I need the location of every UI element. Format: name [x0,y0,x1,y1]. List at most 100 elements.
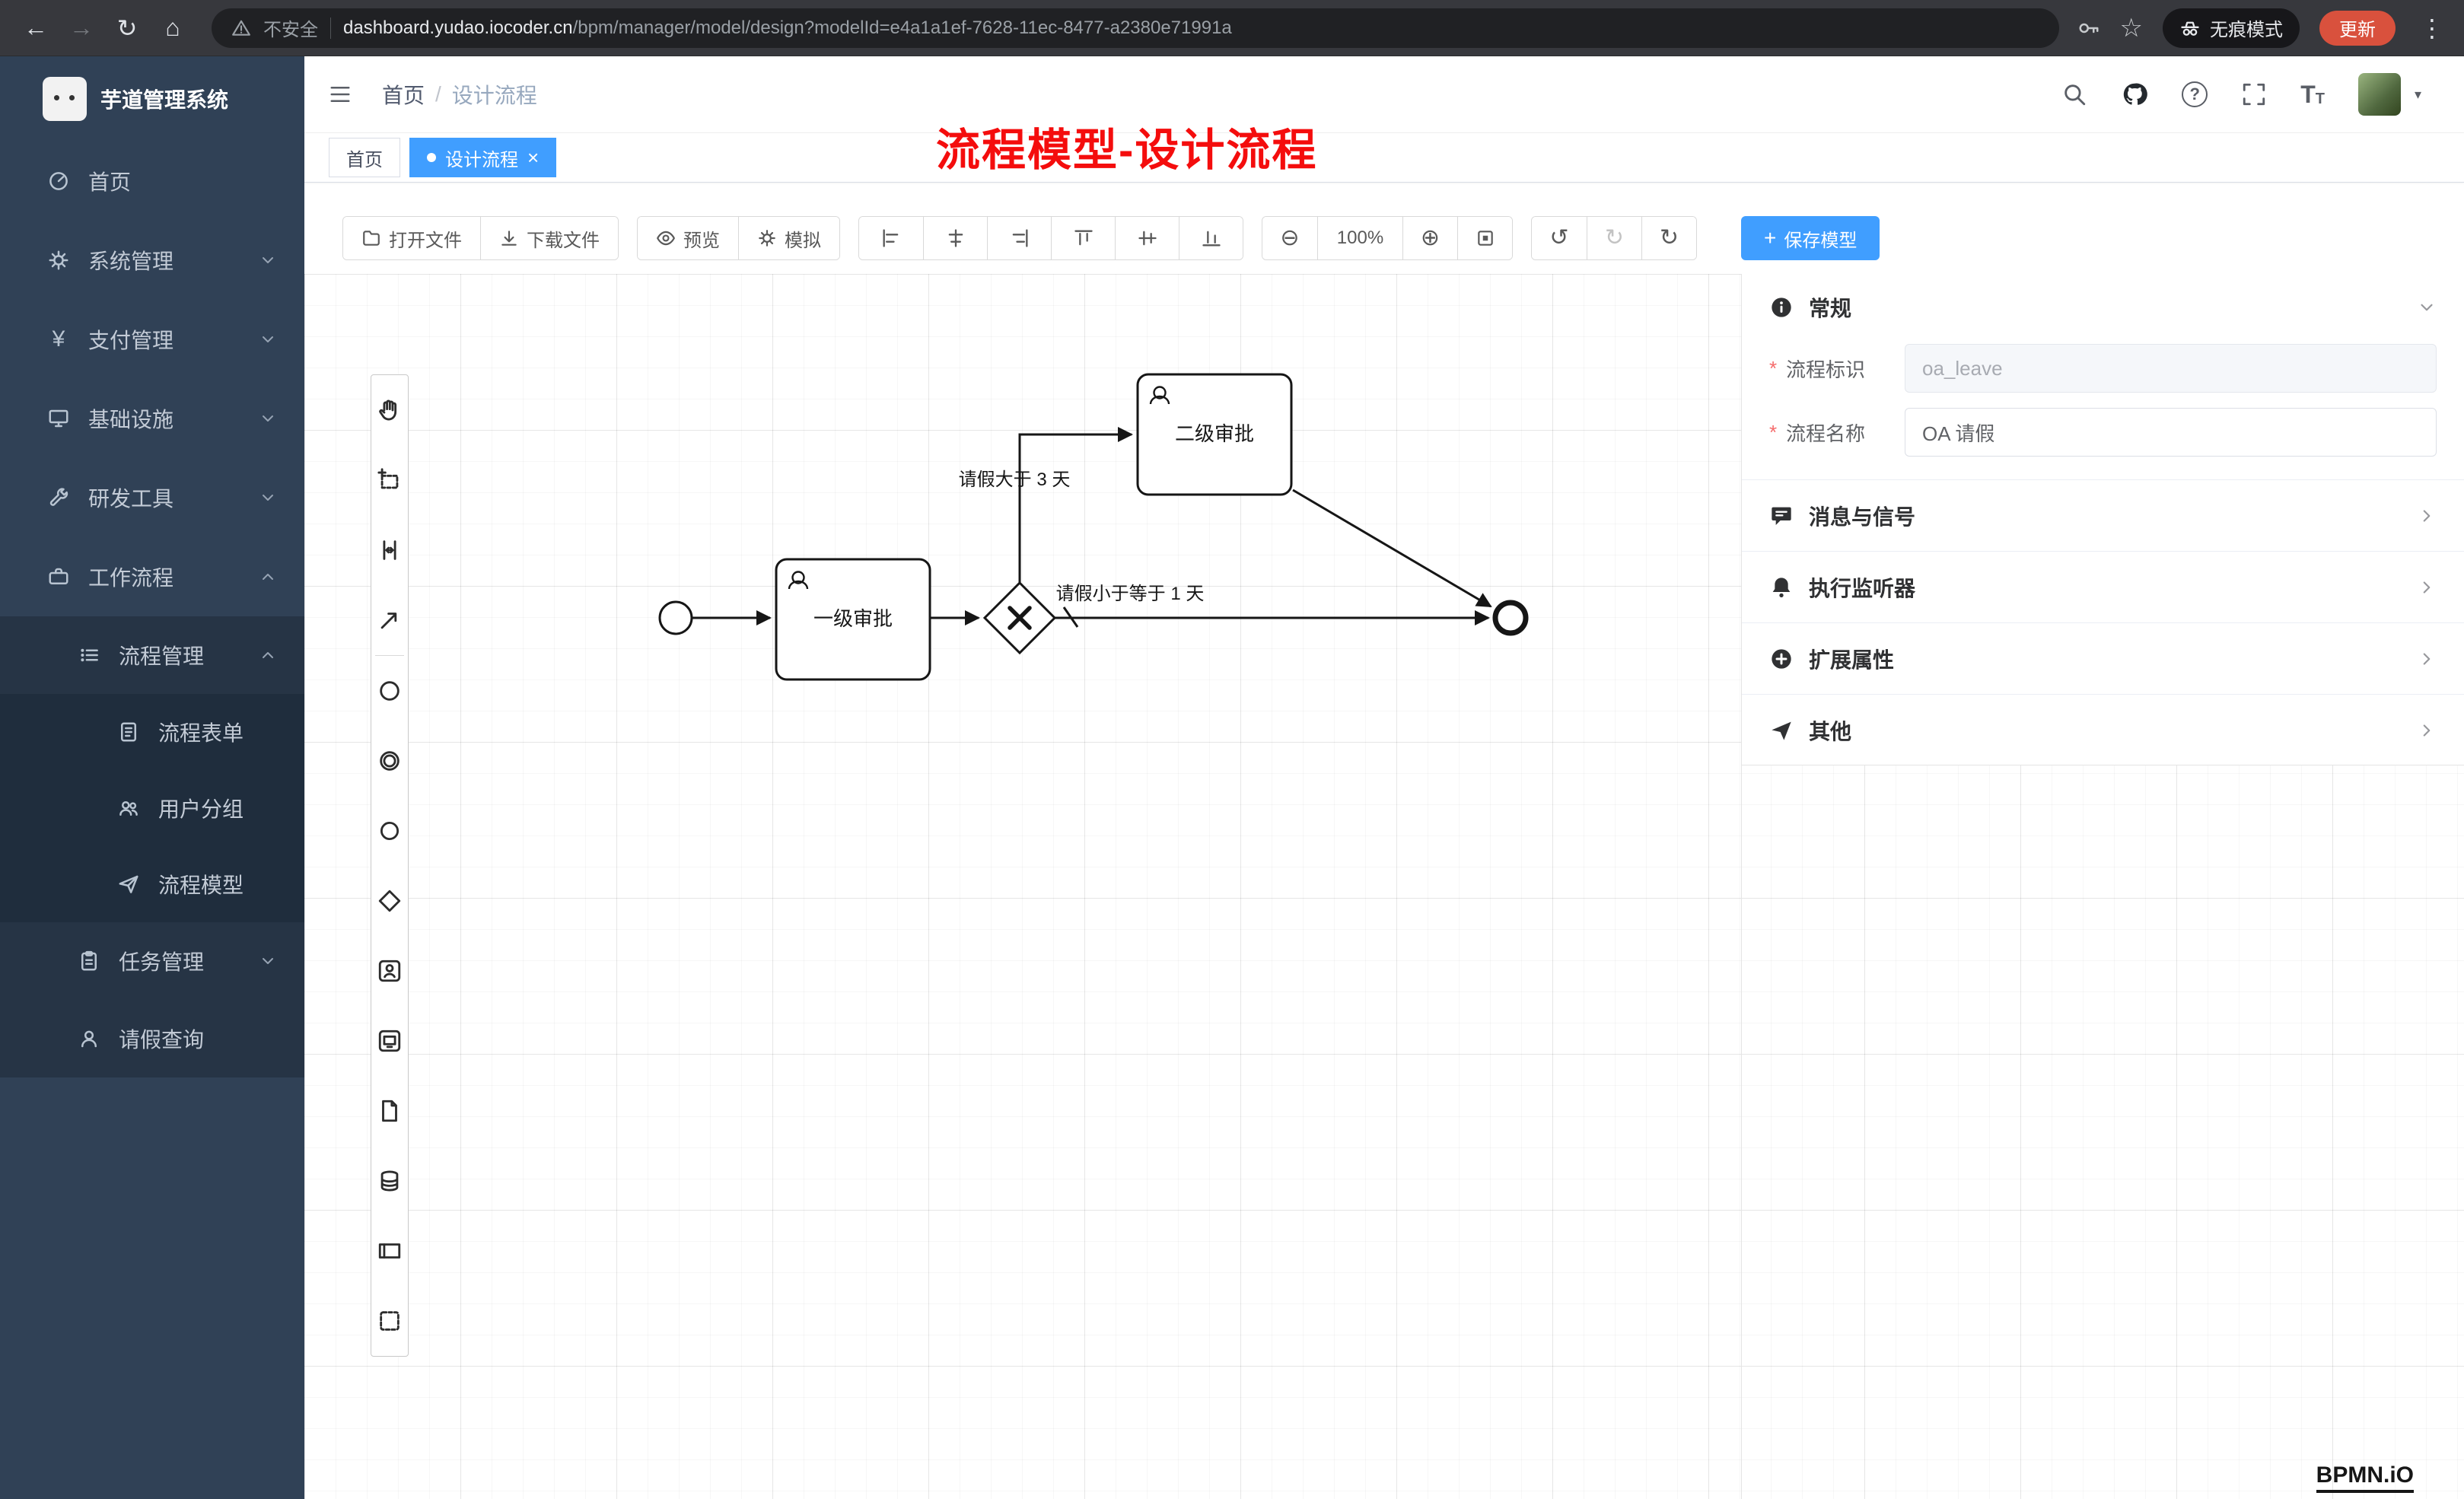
gear-icon [759,230,775,247]
preview-button[interactable]: 预览 [638,217,738,259]
download-file-button[interactable]: 下载文件 [480,217,618,259]
create-group[interactable] [371,1286,408,1356]
url-domain: dashboard.yudao.iocoder.cn [343,17,573,38]
sidebar-item-workflow[interactable]: 工作流程 [0,537,304,616]
sidebar-item-process-management[interactable]: 流程管理 [0,616,304,694]
gateway-icon [378,890,401,912]
flow-condition-label: 请假大于 3 天 [959,469,1071,490]
sidebar-item-leave-query[interactable]: 请假查询 [0,1000,304,1077]
user-task-icon [1149,395,1170,405]
reload-button[interactable]: ↻ [116,14,138,42]
update-button[interactable]: 更新 [2319,10,2396,46]
back-button[interactable]: ← [24,14,48,41]
search-icon[interactable] [2061,81,2087,107]
browser-menu-icon[interactable]: ⋮ [2420,14,2444,42]
create-user-task[interactable] [371,936,408,1006]
sidebar-item-infrastructure[interactable]: 基础设施 [0,379,304,458]
hand-tool[interactable] [371,375,408,445]
bpmn-io-logo[interactable]: BPMN.iO [2316,1462,2414,1493]
zoom-in-button[interactable]: ⊕ [1402,217,1457,259]
address-bar[interactable]: 不安全 dashboard.yudao.iocoder.cn/bpm/manag… [212,8,2059,48]
align-top-button[interactable] [1051,217,1115,259]
space-tool[interactable] [371,515,408,585]
forward-button[interactable]: → [69,14,94,41]
tab-design-process[interactable]: 设计流程 × [409,138,557,177]
align-bottom-button[interactable] [1179,217,1243,259]
user-avatar[interactable] [2357,73,2401,116]
help-icon[interactable]: ? [2182,81,2208,107]
home-button[interactable]: ⌂ [165,14,180,41]
sidebar-item-label: 研发工具 [88,487,174,511]
redo-button[interactable]: ↻ [1587,217,1641,259]
align-center-button[interactable] [923,217,987,259]
bookmark-star-icon[interactable]: ☆ [2119,13,2143,43]
sidebar-item-devtools[interactable]: 研发工具 [0,458,304,537]
flow-gateway-to-task2[interactable] [1018,427,1133,583]
flow-list-icon [81,648,98,662]
create-end-event[interactable] [371,796,408,866]
tab-home[interactable]: 首页 [329,138,400,177]
start-event[interactable] [658,600,693,635]
create-intermediate-event[interactable] [371,726,408,796]
open-file-button[interactable]: 打开文件 [343,217,480,259]
flow-task2-to-end[interactable] [1292,489,1492,608]
create-gateway[interactable] [371,866,408,936]
breadcrumb-home[interactable]: 首页 [382,84,425,107]
save-model-button[interactable]: + 保存模型 [1741,216,1880,260]
close-tab-icon[interactable]: × [527,146,540,169]
create-participant[interactable] [371,1216,408,1286]
create-service-task[interactable] [371,1006,408,1076]
sidebar-item-process-model[interactable]: 流程模型 [0,846,304,922]
create-start-event[interactable] [371,656,408,726]
user-task-icon [1153,386,1167,399]
align-right-icon [1012,229,1027,247]
sidebar-item-label: 工作流程 [88,566,174,590]
create-data-object[interactable] [371,1076,408,1146]
global-connect-tool[interactable] [371,585,408,655]
github-icon[interactable] [2121,81,2148,108]
dashboard-icon [49,172,68,190]
chevron-down-icon [2421,304,2433,311]
task-second-approval[interactable] [1136,373,1293,496]
bpmn-canvas[interactable]: 一级审批 二级审批 请假大于 3 天 请假小于等于 1 天 [304,274,2464,1499]
sidebar-item-payment[interactable]: ¥ 支付管理 [0,300,304,379]
align-left-button[interactable] [859,217,923,259]
chevron-right-icon [2423,652,2431,665]
lasso-icon [377,468,399,489]
section-extended-attributes[interactable]: 扩展属性 [1742,622,2464,694]
undo-button[interactable]: ↺ [1532,217,1587,259]
sidebar-item-task-management[interactable]: 任务管理 [0,922,304,1000]
restart-button[interactable]: ↻ [1641,217,1696,259]
simulate-button[interactable]: 模拟 [738,217,839,259]
data-object-icon [382,1100,397,1122]
clipboard-icon [81,950,97,971]
section-execution-listeners[interactable]: 执行监听器 [1742,551,2464,622]
end-event[interactable] [1492,600,1529,636]
sidebar-item-process-form[interactable]: 流程表单 [0,694,304,770]
default-flow-marker [1062,606,1079,628]
chevron-down-icon [263,495,273,501]
palette-separator [375,655,404,656]
section-other[interactable]: 其他 [1742,694,2464,765]
hamburger-icon[interactable] [327,83,353,106]
zoom-reset-button[interactable] [1457,217,1512,259]
align-right-button[interactable] [987,217,1051,259]
create-data-store[interactable] [371,1146,408,1216]
sidebar-item-system[interactable]: 系统管理 [0,221,304,300]
align-middle-button[interactable] [1115,217,1179,259]
fullscreen-icon[interactable] [2241,81,2267,107]
section-general[interactable]: 常规 [1742,274,2464,341]
task-first-approval[interactable] [775,558,931,681]
zoom-out-button[interactable]: ⊖ [1262,217,1317,259]
process-name-input[interactable] [1905,408,2437,457]
gear-icon [49,250,68,270]
sidebar-item-home[interactable]: 首页 [0,142,304,221]
password-key-icon[interactable] [2077,17,2100,40]
fit-viewport-icon [1477,231,1493,246]
required-asterisk: * [1769,356,1778,380]
lasso-tool[interactable] [371,445,408,515]
section-messages-signals[interactable]: 消息与信号 [1742,479,2464,551]
sidebar-item-user-groups[interactable]: 用户分组 [0,770,304,846]
